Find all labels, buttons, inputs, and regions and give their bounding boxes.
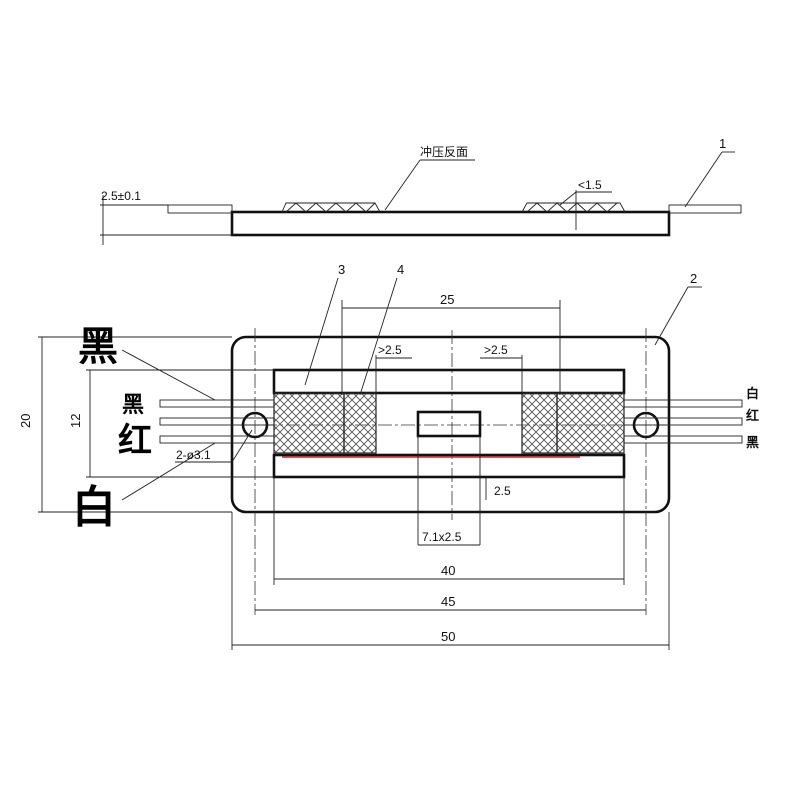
top-view: 25 >2.5 >2.5 3 4 2 20 12 2-: [18, 262, 759, 650]
dim-12: 12: [68, 414, 83, 428]
dim-gt25-left: >2.5: [378, 343, 402, 357]
hole-note: 2-ø3.1: [176, 448, 211, 462]
side-lead-left: [167, 204, 233, 214]
leader-3: [304, 277, 339, 386]
wires-right: [623, 399, 743, 444]
dim-20: 20: [18, 414, 33, 428]
slot-size: 7.1x2.5: [422, 530, 462, 544]
upper-bar: [272, 368, 626, 395]
wire-label-big-black: 黑: [78, 324, 118, 370]
wire-label-right-black: 黑: [746, 435, 759, 450]
center-slot: [416, 410, 482, 438]
dim-25: 25: [440, 292, 454, 307]
pad-3-left: [273, 392, 345, 454]
wire-label-right-white: 白: [746, 386, 759, 401]
dim-2-5: 2.5: [494, 484, 511, 498]
wire-label-right-red: 红: [746, 408, 759, 423]
wire-label-red: 红: [118, 421, 152, 461]
main-plate: [230, 335, 671, 514]
pad-4-right: [521, 392, 558, 454]
dim-gt25-right: >2.5: [484, 343, 508, 357]
dim-50: 50: [441, 629, 455, 644]
callout-3: 3: [338, 262, 345, 277]
lower-bar: [272, 453, 626, 479]
label-stamp-reverse: 冲压反面: [420, 144, 468, 159]
wire-label-big-white: 白: [72, 482, 116, 533]
side-view: 冲压反面 <1.5 1 2.5±0.1: [100, 136, 742, 245]
leader-4: [359, 277, 398, 396]
callout-1: 1: [719, 136, 726, 151]
pad-4-left: [343, 392, 377, 454]
dim-40: 40: [441, 563, 455, 578]
side-pad-right: [521, 202, 626, 213]
dim-45: 45: [441, 594, 455, 609]
callout-2: 2: [690, 271, 697, 286]
side-pad-left: [281, 202, 381, 213]
wires-left: [159, 399, 275, 444]
side-lead-right: [668, 204, 742, 214]
side-plate: [230, 210, 671, 237]
label-angle-note: <1.5: [578, 178, 602, 192]
leader-stamp: [384, 159, 421, 211]
callout-4: 4: [397, 262, 404, 277]
leader-1: [684, 151, 723, 208]
label-thickness: 2.5±0.1: [101, 189, 141, 203]
pad-3-right: [556, 392, 625, 454]
leader-2: [654, 286, 689, 346]
wire-label-black: 黑: [122, 393, 144, 418]
